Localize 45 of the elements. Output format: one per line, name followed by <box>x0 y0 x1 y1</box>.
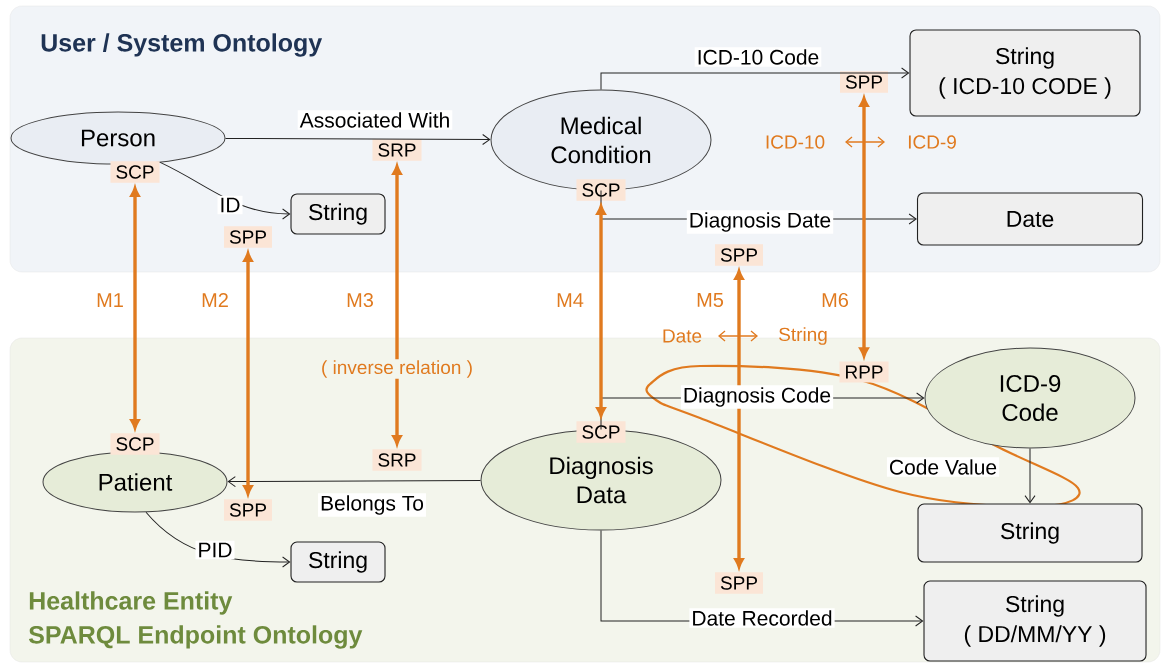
mapping-arrow <box>734 269 744 569</box>
edge-label: ICD-10 Code <box>694 47 822 67</box>
property-tag: SCP <box>576 179 626 201</box>
datatype-box: String <box>917 503 1143 563</box>
mapping-label: M2 <box>202 293 228 307</box>
conversion-label: ICD-10 <box>766 135 825 149</box>
datatype-box: Date <box>916 192 1144 246</box>
edge-label: Diagnosis Code <box>680 385 834 409</box>
arrow <box>159 161 291 220</box>
note: ( inverse relation ) <box>320 359 475 379</box>
property-tag: SCP <box>110 161 160 183</box>
mapping-label: M6 <box>822 292 848 308</box>
datatype-box: String ( ICD-10 CODE ) <box>909 29 1141 117</box>
arrow <box>600 67 910 90</box>
datatype-box: String <box>290 193 386 235</box>
mapping-arrow <box>392 164 402 446</box>
mapping-label: M4 <box>557 293 584 307</box>
mapping-label: M5 <box>697 293 724 307</box>
mapping-arrow <box>243 251 253 496</box>
property-tag: SRP <box>372 139 422 161</box>
conversion-label: ICD-9 <box>908 135 956 149</box>
property-tag: SCP <box>110 433 160 455</box>
arrow <box>1024 448 1036 504</box>
mapping-arrow <box>130 186 140 430</box>
mapping-arrow <box>596 204 606 418</box>
property-tag: SPP <box>715 244 763 266</box>
property-tag: SPP <box>224 226 272 248</box>
datatype-box: String <box>290 541 386 583</box>
edge-label: Date Recorded <box>689 608 835 628</box>
edge-label: Diagnosis Date <box>686 210 834 234</box>
property-tag: SPP <box>224 499 272 521</box>
property-tag: RPP <box>839 361 889 383</box>
property-tag: SPP <box>715 572 763 594</box>
edge-label: Belongs To <box>318 493 426 517</box>
mapping-arrow <box>859 96 869 358</box>
edge-label: Associated With <box>297 110 453 130</box>
mapping-label: M3 <box>347 292 373 308</box>
edge-label: Code Value <box>886 457 1000 477</box>
datatype-box: String ( DD/MM/YY ) <box>923 580 1147 662</box>
arrow <box>225 134 491 145</box>
property-tag: SCP <box>576 421 626 443</box>
property-tag: SRP <box>372 449 422 471</box>
arrow <box>227 476 481 488</box>
mapping-label: M1 <box>97 293 123 307</box>
property-tag: SPP <box>840 71 888 93</box>
